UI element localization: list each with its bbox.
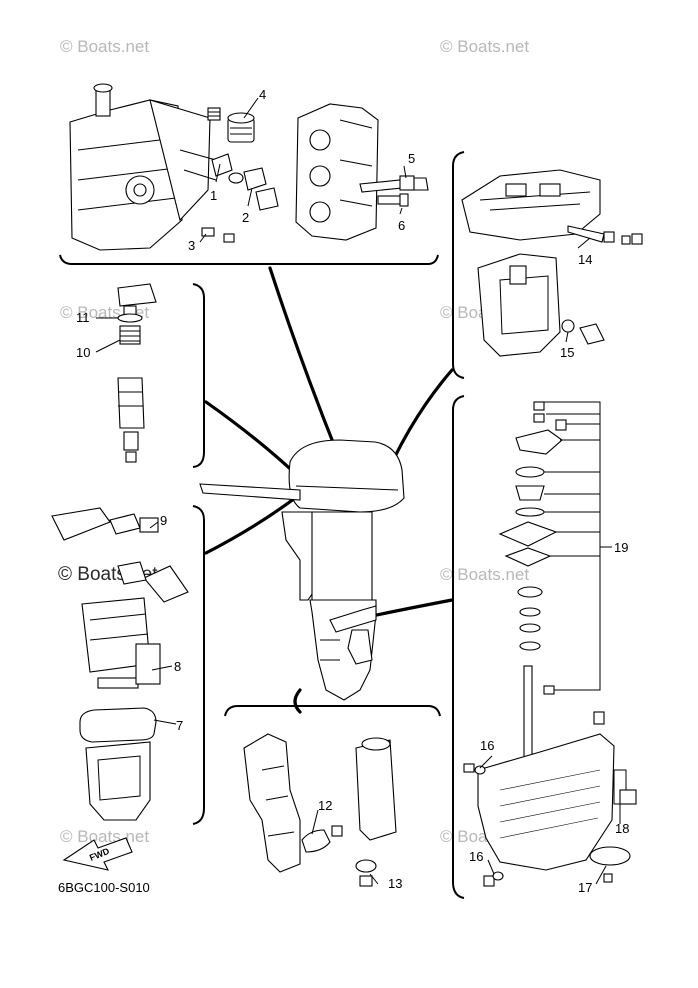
callout-8: 8 [174,659,181,674]
drive-shaft [523,665,555,759]
section-bracket-left-lower [192,505,205,825]
callout-12: 12 [318,798,332,813]
callout-18: 18 [615,821,629,836]
callout-10: 10 [76,345,90,360]
callout-4: 4 [259,87,266,102]
trim-tab [589,846,631,883]
pointer-line [204,400,302,480]
section-bracket-top [59,254,439,265]
callout-11: 11 [76,310,90,325]
gearcase-bolts [463,763,504,887]
section-bracket-right-upper [452,151,465,379]
cylinder-head [295,103,379,241]
callout-6: 6 [398,218,405,233]
fuel-hose-and-connector [51,507,189,603]
intake-silencer [85,741,151,821]
callout-14: 14 [578,252,592,267]
watermark: © Boats.net [440,565,529,584]
callout-16b: 16 [469,849,483,864]
diagram-code: 6BGC100-S010 [58,880,150,895]
pointer-line [268,266,340,457]
water-pump-parts [498,401,567,651]
callout-2: 2 [242,210,249,225]
callout-3: 3 [188,238,195,253]
float-chamber-gasket [79,707,157,743]
thermostat-parts [211,153,279,211]
leader-19 [542,401,612,691]
fwd-arrow: FWD [62,837,133,871]
callout-7: 7 [176,718,183,733]
drain-screw [201,227,235,243]
powerhead-assembly [69,83,217,251]
section-bracket-bottom [224,705,441,717]
watermark: © Boats.net [440,37,529,56]
watermark: © Boats.net [60,37,149,56]
callout-19: 19 [614,540,628,555]
fuel-filter-assembly [117,283,157,463]
callout-5: 5 [408,151,415,166]
callout-9: 9 [160,513,167,528]
drain-plug [561,319,605,345]
carburetor-assembly [81,597,161,689]
spark-plug-and-cap [359,175,429,207]
fuel-joint [139,517,159,533]
callout-15: 15 [560,345,574,360]
damper [355,859,377,887]
leader-lines [95,97,627,885]
watermark: © Boats.net [60,827,149,846]
pointer-line [370,598,454,618]
outboard-motor-illustration [199,439,405,701]
oil-pan [477,253,561,357]
swivel-bracket [243,733,301,873]
steering-bracket [355,737,397,841]
mount-rubber [301,825,343,853]
o-ring [117,313,143,323]
shift-rod-part [567,225,643,245]
pointer-line [293,688,302,714]
callout-13: 13 [388,876,402,891]
oil-filter [227,112,255,143]
callout-17: 17 [578,880,592,895]
lower-unit-gearcase [477,711,637,871]
carb-gasket [135,643,161,685]
oil-filter-bolt [207,107,221,121]
section-bracket-left-upper [192,283,205,468]
anode [619,789,637,805]
section-bracket-right-lower [452,395,465,899]
callout-1: 1 [210,188,217,203]
bottom-cowling [461,169,601,241]
callout-16a: 16 [480,738,494,753]
